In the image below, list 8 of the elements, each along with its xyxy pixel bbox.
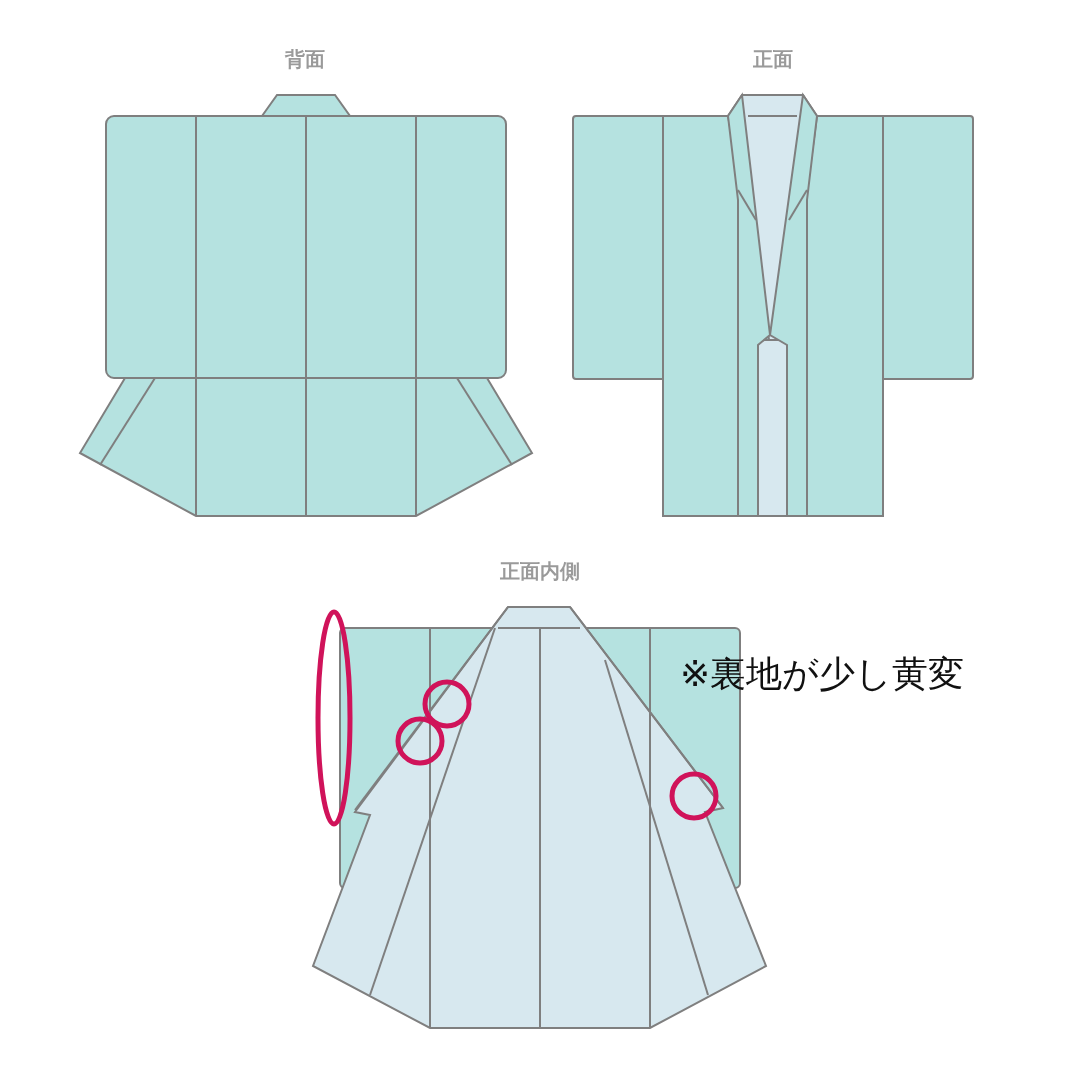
view-heading: 背面 [285, 46, 325, 73]
view-heading: 正面内側 [500, 558, 580, 585]
defect-marker [669, 771, 719, 821]
defect-marker [315, 609, 353, 827]
view-heading: 正面 [753, 46, 793, 73]
defect-marker [422, 679, 472, 729]
defect-marker [395, 716, 445, 766]
note-text: ※裏地が少し黄変 [680, 652, 965, 696]
